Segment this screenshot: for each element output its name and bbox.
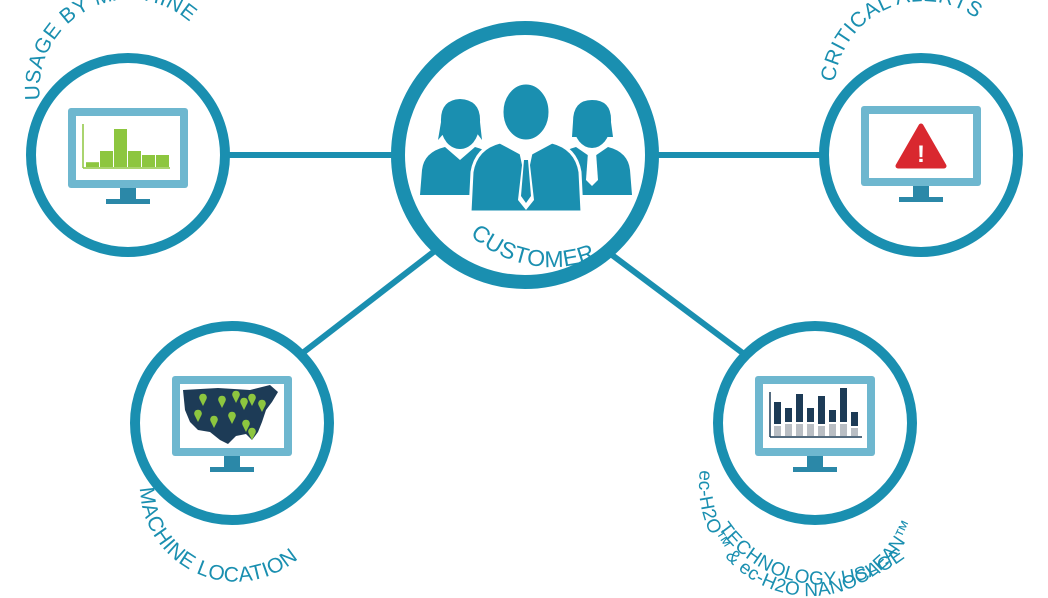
map-pin-icon	[228, 411, 236, 424]
tech-bar-light-segment	[807, 424, 814, 436]
tech-bar-dark-segment	[851, 412, 858, 426]
map-pin-icon	[232, 390, 240, 403]
map-pin-icon	[248, 393, 256, 406]
warning-glyph: !	[917, 141, 925, 168]
tech-bar-dark-segment	[807, 408, 814, 422]
tech-bar-dark-segment	[818, 396, 825, 424]
usage-bar	[156, 155, 169, 167]
usage-bar	[114, 129, 127, 167]
connectors	[228, 152, 822, 363]
tech-bar-dark-segment	[796, 394, 803, 422]
customer-group-icon	[420, 81, 632, 214]
map-pin-icon	[248, 427, 256, 440]
map-pin-icon	[210, 415, 218, 428]
node-usage-by-machine: USAGE BY MACHINE	[21, 0, 230, 257]
usage-bar	[142, 155, 155, 167]
tech-bars	[774, 388, 858, 436]
node-machine-location: MACHINE LOCATION	[130, 321, 334, 587]
tech-bar-light-segment	[851, 428, 858, 436]
usage-bar	[128, 151, 141, 167]
tech-bar-light-segment	[829, 424, 836, 436]
node-customer: CUSTOMER	[391, 21, 659, 289]
connector-tech	[610, 252, 754, 363]
map-pin-icon	[218, 395, 226, 408]
usage-bar	[86, 162, 99, 167]
warning-triangle-icon	[895, 123, 947, 169]
tech-bar-light-segment	[818, 426, 825, 436]
map-pin-icon	[194, 409, 202, 422]
usage-bar	[100, 151, 113, 167]
tech-bar-light-segment	[785, 424, 792, 436]
person-center-icon	[468, 81, 584, 214]
map-monitor-icon	[172, 376, 292, 472]
usage-bars	[86, 129, 169, 167]
map-pin-icon	[258, 399, 266, 412]
tech-bar-dark-segment	[785, 408, 792, 422]
map-pin-icon	[199, 393, 207, 406]
tech-bar-dark-segment	[774, 402, 781, 424]
node-critical-alerts: ! CRITICAL ALERTS	[817, 0, 1023, 257]
tech-bar-light-segment	[774, 426, 781, 436]
node-technology-usage: ec-H2O™ & ec-H2O NANOCLEAN™ TECHNOLOGY U…	[694, 321, 919, 598]
tech-bar-dark-segment	[840, 388, 847, 422]
warning-monitor-icon: !	[861, 106, 981, 202]
connector-location	[298, 247, 438, 358]
map-pins	[194, 390, 266, 440]
bar-chart-monitor-icon	[68, 108, 188, 204]
tech-bar-dark-segment	[829, 410, 836, 422]
tech-bar-light-segment	[840, 424, 847, 436]
stacked-bar-monitor-icon	[755, 376, 875, 472]
tech-bar-light-segment	[796, 424, 803, 436]
map-pin-icon	[242, 419, 250, 432]
map-pin-icon	[240, 397, 248, 410]
